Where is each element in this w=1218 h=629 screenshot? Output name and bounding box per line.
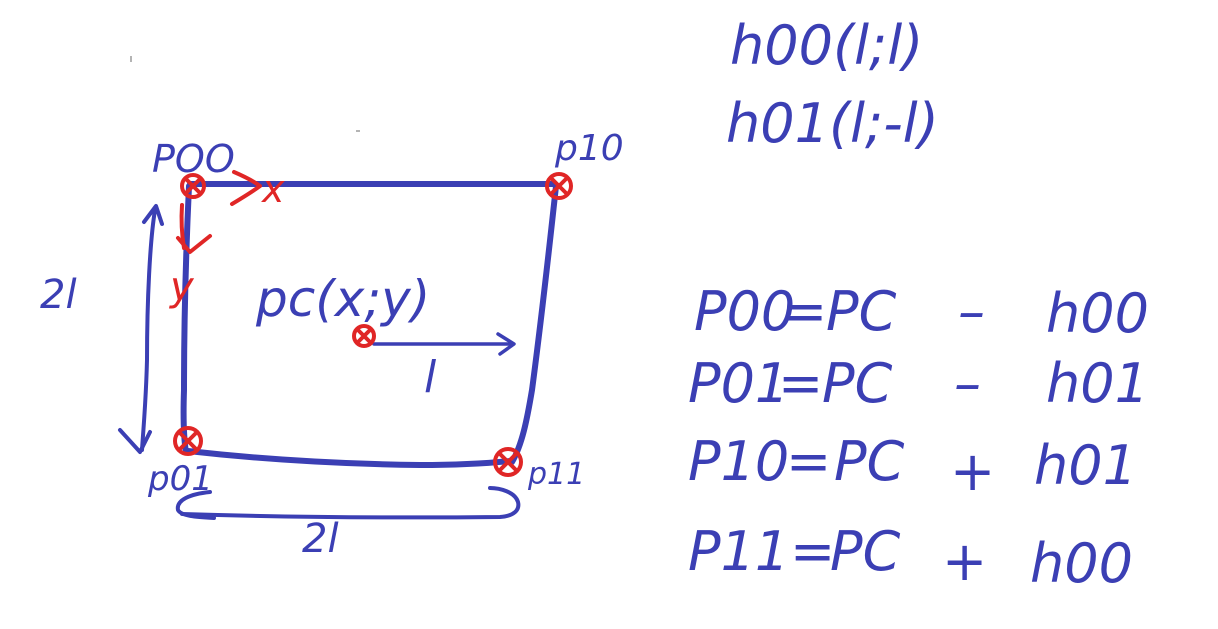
y-axis-arrow <box>176 203 212 254</box>
equation-row: P01 = PC – h01 <box>688 352 1149 415</box>
equation-row: P11 = PC + h00 <box>688 520 1133 595</box>
svg-text:+: + <box>942 530 987 593</box>
svg-text:h01: h01 <box>1034 434 1137 497</box>
svg-text:+: + <box>950 440 995 503</box>
corner-marker-p11 <box>493 447 523 477</box>
corner-marker-p01 <box>173 426 203 456</box>
height-dimension-arrow <box>118 204 164 454</box>
square-right-edge <box>509 183 559 465</box>
corner-marker-p10 <box>545 172 573 200</box>
svg-text:PC: PC <box>834 430 905 493</box>
svg-text:P11: P11 <box>688 520 789 583</box>
y-axis-label: y <box>169 264 195 310</box>
svg-text:h01: h01 <box>1046 352 1149 415</box>
corner-label-p01: p01 <box>147 459 213 499</box>
svg-text:P01: P01 <box>688 352 789 415</box>
center-marker <box>352 324 376 348</box>
equation-row: P10 = PC + h01 <box>688 430 1137 503</box>
vector-h00: h00(l;l) <box>730 14 923 77</box>
svg-text:PC: PC <box>830 520 901 583</box>
equations: P00 = PC – h00 P01 = PC – h01 P10 = PC +… <box>688 280 1149 595</box>
corner-label-p11: p11 <box>527 457 585 492</box>
svg-text:–: – <box>958 280 985 343</box>
vector-h01: h01(l;-l) <box>726 92 939 155</box>
x-axis-label: x <box>261 167 285 211</box>
half-width-arrow <box>372 332 516 356</box>
square-bottom-edge <box>185 448 513 468</box>
width-dimension-bracket <box>175 486 521 520</box>
svg-text:=: = <box>790 520 835 583</box>
x-axis-arrow <box>230 170 262 206</box>
svg-text:P10: P10 <box>688 430 789 493</box>
svg-text:h00: h00 <box>1046 282 1149 345</box>
side-height-label: 2l <box>40 272 77 318</box>
side-width-label: 2l <box>302 516 339 562</box>
svg-text:=: = <box>778 352 823 415</box>
square <box>180 181 559 468</box>
corner-marker-p00 <box>180 173 206 199</box>
svg-text:h00: h00 <box>1030 532 1133 595</box>
svg-text:PC: PC <box>826 280 897 343</box>
svg-text:–: – <box>954 352 981 415</box>
equation-row: P00 = PC – h00 <box>694 280 1149 345</box>
square-left-edge <box>180 183 192 455</box>
half-width-label: l <box>424 352 437 403</box>
svg-text:=: = <box>786 430 831 493</box>
svg-text:PC: PC <box>822 352 893 415</box>
corner-label-p00: POO <box>152 137 235 181</box>
center-label: pc(x;y) <box>255 270 430 328</box>
corner-label-p10: p10 <box>554 128 624 169</box>
svg-text:P00: P00 <box>694 280 795 343</box>
svg-text:=: = <box>782 280 827 343</box>
